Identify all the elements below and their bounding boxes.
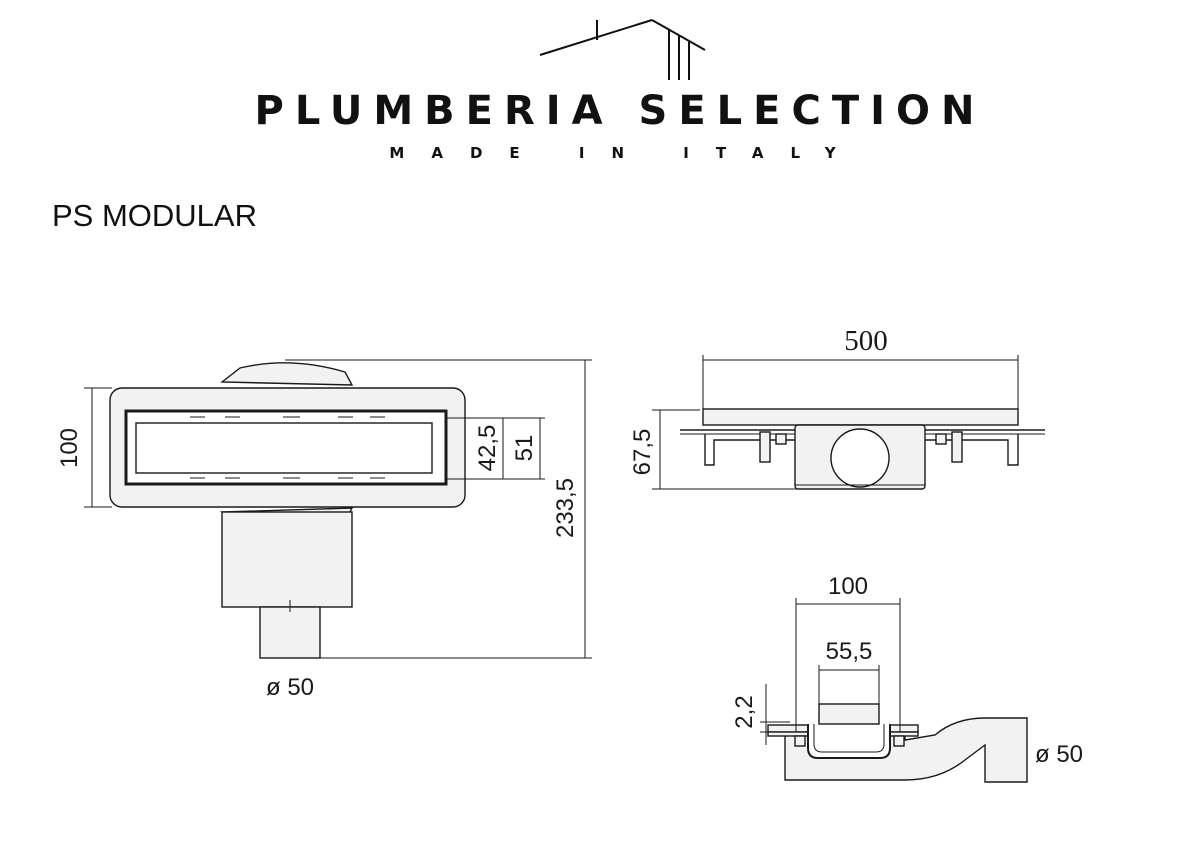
svg-text:42,5: 42,5: [474, 425, 501, 472]
svg-text:100: 100: [56, 428, 83, 468]
dim-top-width: 100: [56, 387, 112, 508]
grate-inner: [135, 422, 433, 474]
dim-side-length: 500: [702, 325, 1019, 409]
side-view: 500 67,5: [629, 325, 1045, 490]
top-outlet-label: ø 50: [266, 674, 314, 701]
svg-text:51: 51: [511, 435, 538, 462]
brand-tagline: MADE IN ITALY: [389, 144, 863, 162]
outlet-pipe: [259, 606, 321, 659]
side-plate: [702, 408, 1019, 426]
dim-total-length: 233,5: [285, 359, 592, 659]
dim-section-flange: 2,2: [731, 684, 790, 745]
dim-section-inner: 55,5: [818, 638, 880, 704]
brand-logo: [539, 19, 706, 80]
product-title: PS MODULAR: [52, 198, 257, 233]
svg-text:500: 500: [844, 325, 888, 357]
outlet-flange: [220, 362, 354, 386]
svg-text:67,5: 67,5: [629, 429, 656, 476]
house-roof-icon: [539, 19, 706, 80]
svg-text:55,5: 55,5: [826, 638, 873, 665]
brand-name: PLUMBERIA SELECTION: [254, 88, 986, 134]
dim-side-height: 67,5: [629, 409, 800, 490]
dim-section-width: 100: [795, 573, 901, 732]
section-body: [784, 717, 1028, 783]
section-outlet-label: ø 50: [1035, 741, 1083, 768]
siphon-body: [221, 511, 353, 608]
svg-text:100: 100: [828, 573, 868, 600]
section-view: 100 55,5 2,2 ø 50: [731, 573, 1083, 783]
section-channel: [807, 724, 891, 759]
side-outlet-circle: [830, 428, 890, 488]
dim-grate: 42,5 51: [446, 417, 545, 480]
svg-text:233,5: 233,5: [552, 478, 579, 538]
slot-markings: [190, 416, 385, 479]
svg-text:2,2: 2,2: [731, 695, 758, 728]
top-view: 100 42,5 51 233,5 ø 50: [56, 359, 592, 701]
